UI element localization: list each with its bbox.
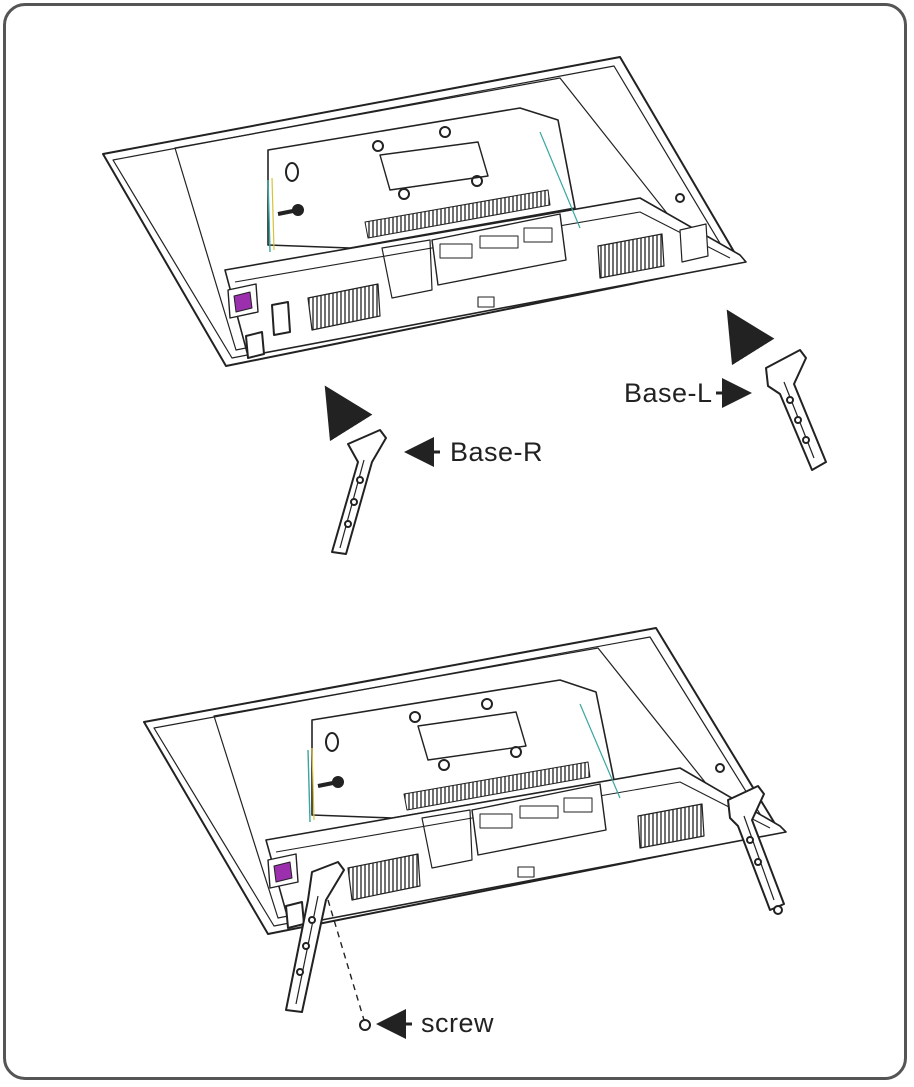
screw-part <box>327 899 371 1031</box>
attached-stand-right <box>727 785 785 915</box>
tv-step1 <box>102 56 747 367</box>
insert-arrow-right <box>726 309 775 366</box>
screw-label: screw <box>421 1008 495 1038</box>
insert-arrow-left <box>324 385 373 442</box>
base-right-stand <box>331 429 387 555</box>
base-left-label: Base-L <box>624 378 713 408</box>
attached-stand-left <box>285 861 345 1013</box>
base-right-label: Base-R <box>450 437 544 467</box>
tv-step2 <box>143 627 787 935</box>
base-left-stand <box>765 349 827 471</box>
